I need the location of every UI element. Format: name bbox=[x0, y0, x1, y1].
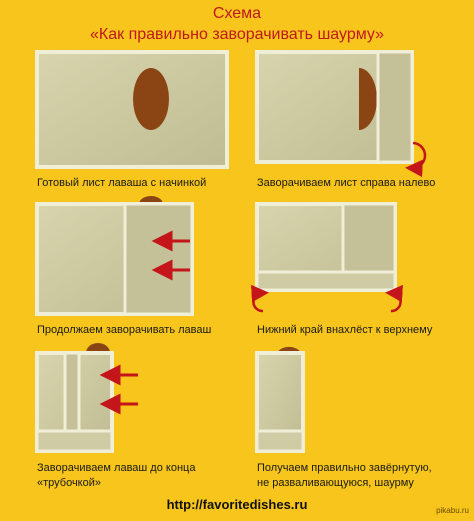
fold-up-arrow-icon bbox=[251, 284, 269, 313]
watermark: pikabu.ru bbox=[436, 506, 469, 515]
filling bbox=[86, 343, 110, 353]
diagram-subtitle: «Как правильно заворачивать шаурму» bbox=[90, 26, 384, 43]
bottom-flap bbox=[255, 270, 397, 292]
step6-caption-line1: Получаем правильно завёрнутую, bbox=[257, 462, 432, 474]
step4-illustration bbox=[251, 202, 403, 313]
fold-up-arrow-icon bbox=[385, 284, 403, 313]
fold-arrow-icon bbox=[405, 141, 427, 178]
step5-illustration bbox=[35, 343, 138, 453]
step6-caption-line2: не разваливающуюся, шаурму bbox=[257, 477, 414, 489]
bottom-flap bbox=[255, 429, 305, 453]
step6-illustration bbox=[255, 346, 305, 453]
step2-caption: Заворачиваем лист справа налево bbox=[257, 177, 436, 189]
filling bbox=[359, 68, 377, 130]
step3-caption: Продолжаем заворачивать лаваш bbox=[37, 324, 212, 336]
lavash-sheet bbox=[35, 50, 229, 169]
diagram-title: Схема bbox=[212, 5, 262, 22]
folded-part bbox=[123, 202, 194, 316]
step4-caption: Нижний край внахлёст к верхнему bbox=[257, 324, 433, 336]
step1-illustration bbox=[35, 50, 229, 169]
step3-illustration bbox=[35, 196, 194, 316]
step1-caption: Готовый лист лаваша с начинкой bbox=[37, 177, 207, 189]
folded-edge bbox=[376, 50, 414, 164]
filling bbox=[133, 68, 169, 130]
step2-illustration bbox=[255, 50, 427, 178]
step5-caption-line1: Заворачиваем лаваш до конца bbox=[37, 462, 196, 474]
source-url: http://favoritedishes.ru bbox=[166, 497, 308, 512]
step5-caption-line2: «трубочкой» bbox=[37, 477, 101, 489]
bottom-flap bbox=[35, 429, 114, 453]
